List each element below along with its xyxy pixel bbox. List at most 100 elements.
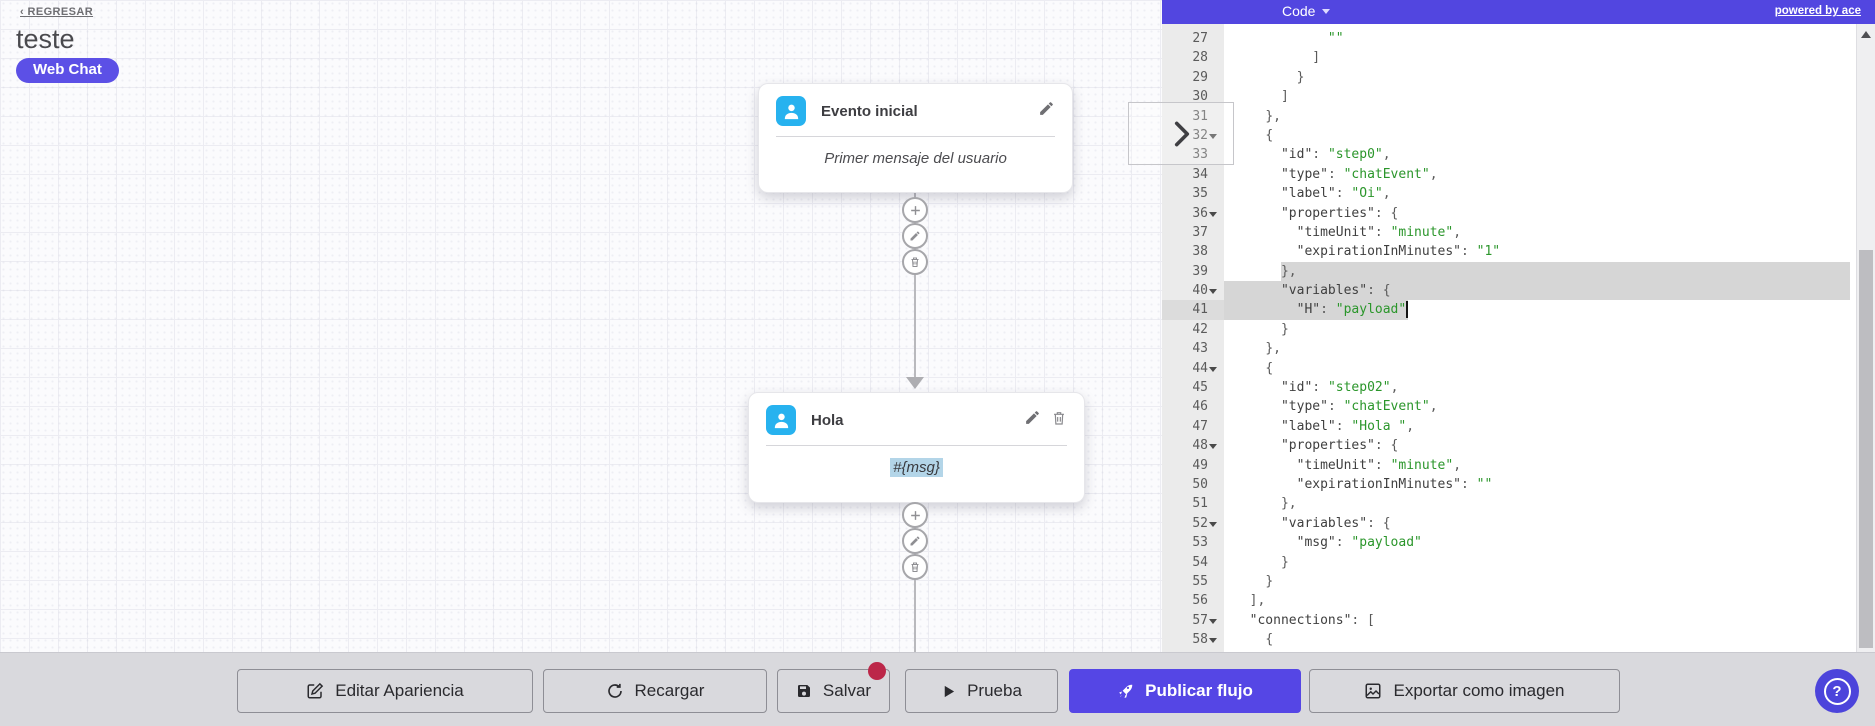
rocket-icon [1119,684,1133,698]
code-line[interactable]: 31 }, [1162,107,1856,126]
back-link[interactable]: ‹ REGRESAR [20,6,94,18]
add-step-button[interactable] [902,502,928,528]
text-cursor [1406,301,1409,319]
button-label: Prueba [967,681,1022,700]
help-button[interactable]: ? [1815,669,1859,713]
connection-arrowhead-icon [906,377,924,389]
code-text: ] [1312,50,1321,66]
edit-node-icon[interactable] [1024,409,1041,431]
code-line[interactable]: 27 "" [1162,29,1856,48]
node-title: Evento inicial [821,102,918,120]
code-line[interactable]: 43 }, [1162,339,1856,358]
code-line[interactable]: 42 } [1162,320,1856,339]
fold-arrow-icon[interactable] [1209,521,1217,527]
code-line[interactable]: 55 } [1162,572,1856,591]
publish-flow-button[interactable]: Publicar flujo [1069,669,1301,713]
code-line[interactable]: 58 { [1162,630,1856,649]
selection-highlight [1224,300,1409,320]
code-line[interactable]: 41 "H": "payload" [1162,300,1856,320]
code-line[interactable]: 56 ], [1162,591,1856,610]
line-number: 50 [1192,476,1208,492]
code-line[interactable]: 37 "timeUnit": "minute", [1162,223,1856,242]
code-line[interactable]: 49 "timeUnit": "minute", [1162,456,1856,475]
code-line[interactable]: 54 } [1162,553,1856,572]
code-line[interactable]: 32 { [1162,126,1856,145]
line-number: 47 [1192,418,1208,434]
code-line[interactable]: 57 "connections": [ [1162,611,1856,630]
flow-canvas[interactable]: ‹ REGRESAR teste Web Chat Evento inicial [0,0,1162,652]
scroll-up-arrow-icon[interactable] [1861,31,1871,38]
fold-arrow-icon[interactable] [1209,133,1217,139]
code-line[interactable]: 47 "label": "Hola ", [1162,417,1856,436]
variable-chip: #{msg} [890,458,943,477]
scrollbar[interactable] [1856,24,1875,652]
code-text: { [1265,632,1274,648]
user-icon [766,405,796,435]
question-mark-icon: ? [1823,677,1851,705]
node-divider [766,445,1067,446]
code-text: { [1265,127,1274,143]
code-line[interactable]: 34 "type": "chatEvent", [1162,165,1856,184]
fold-arrow-icon[interactable] [1209,366,1217,372]
code-text: "properties": { [1280,438,1399,454]
code-line[interactable]: 33 "id": "step0", [1162,145,1856,164]
save-icon [797,685,810,697]
node-body-text: Primer mensaje del usuario [824,150,1007,167]
edit-connection-button[interactable] [902,223,928,249]
line-number: 34 [1192,166,1208,182]
code-line[interactable]: 46 "type": "chatEvent", [1162,397,1856,416]
fold-arrow-icon[interactable] [1209,211,1217,217]
edit-appearance-button[interactable]: Editar Apariencia [237,669,533,713]
edit-node-icon[interactable] [1038,100,1055,122]
fold-arrow-icon[interactable] [1209,289,1217,295]
delete-connection-button[interactable] [902,554,928,580]
line-number: 46 [1192,399,1208,415]
code-line[interactable]: 44 { [1162,359,1856,378]
line-number: 49 [1192,457,1208,473]
code-line[interactable]: 39 }, [1162,261,1856,282]
code-line[interactable]: 53 "msg": "payload" [1162,533,1856,552]
code-line[interactable]: 50 "expirationInMinutes": "" [1162,475,1856,494]
line-number: 44 [1192,360,1208,376]
refresh-icon [607,683,622,698]
code-line[interactable]: 29 } [1162,68,1856,87]
code-line[interactable]: 30 ] [1162,87,1856,106]
code-line[interactable]: 35 "label": "Oi", [1162,184,1856,203]
code-line[interactable]: 28 ] [1162,48,1856,67]
fold-arrow-icon[interactable] [1209,618,1217,624]
node-hola[interactable]: Hola #{msg} [748,392,1085,503]
add-step-button[interactable] [902,197,928,223]
image-icon [1365,683,1381,699]
test-button[interactable]: Prueba [905,669,1058,713]
line-number: 38 [1192,244,1208,260]
code-text: "label": "Hola ", [1280,418,1415,434]
code-editor[interactable]: 27 ""28 ]29 }30 ]31 },32 {33 "id": "step… [1162,24,1856,652]
fold-arrow-icon[interactable] [1209,638,1217,644]
code-line[interactable]: 48 "properties": { [1162,436,1856,455]
code-text: "id": "step02", [1280,380,1399,396]
collapse-code-panel-button[interactable] [1128,102,1234,165]
export-image-button[interactable]: Exportar como imagen [1309,669,1620,713]
fold-arrow-icon[interactable] [1209,444,1217,450]
code-text: "properties": { [1280,205,1399,221]
powered-by-ace-link[interactable]: powered by ace [1774,5,1861,17]
reload-button[interactable]: Recargar [543,669,767,713]
connection-line [914,193,916,378]
node-evento-inicial[interactable]: Evento inicial Primer mensaje del usuari… [758,83,1073,193]
delete-connection-button[interactable] [902,249,928,275]
line-number: 51 [1192,496,1208,512]
code-line[interactable]: 36 "properties": { [1162,204,1856,223]
code-line[interactable]: 51 }, [1162,494,1856,513]
code-text: } [1280,321,1289,337]
code-line[interactable]: 45 "id": "step02", [1162,378,1856,397]
code-mode-dropdown[interactable]: Code [1282,3,1331,19]
code-line[interactable]: 52 "variables": { [1162,514,1856,533]
edit-connection-button[interactable] [902,528,928,554]
button-label: Editar Apariencia [335,681,464,700]
scrollbar-thumb[interactable] [1859,250,1873,648]
code-text: "label": "Oi", [1280,186,1391,202]
code-line[interactable]: 38 "expirationInMinutes": "1" [1162,242,1856,261]
code-line[interactable]: 40 "variables": { [1162,281,1856,301]
code-text: ], [1249,593,1266,609]
delete-node-icon[interactable] [1051,410,1067,431]
